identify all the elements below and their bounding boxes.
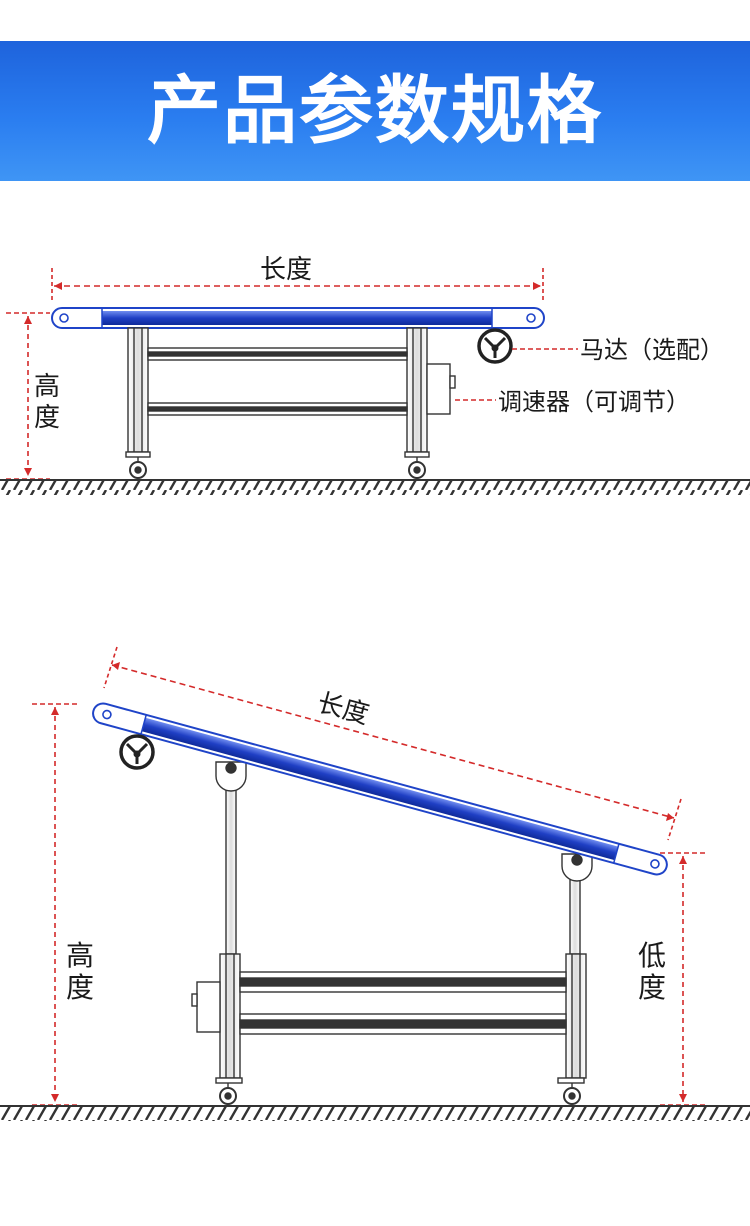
flat-conveyor-diagram: 长度	[0, 255, 750, 495]
flat-length-label: 长度	[260, 255, 312, 285]
motor-label: 马达（选配）	[580, 336, 724, 364]
incline-ground-hatch	[0, 1107, 750, 1121]
incline-length-dimension	[103, 646, 682, 841]
incline-low-label-1: 低	[638, 939, 666, 972]
incline-posts	[215, 761, 593, 955]
flat-legs	[125, 327, 456, 479]
flat-length-dimension	[51, 268, 544, 300]
speed-controller-label: 调速器（可调节）	[498, 388, 690, 416]
flat-height-label-2: 度	[34, 403, 60, 433]
flat-ground-hatch	[0, 481, 750, 495]
flat-ground-line	[0, 479, 750, 481]
page-title: 产品参数规格	[147, 68, 603, 154]
flat-callout-lines	[455, 348, 578, 401]
incline-length-label: 长度	[314, 688, 372, 730]
incline-lower-frame	[191, 953, 587, 1105]
incline-height-label-2: 度	[66, 971, 94, 1004]
header-banner: 产品参数规格	[0, 41, 750, 181]
flat-motor-icon	[477, 328, 513, 364]
incline-height-dimension	[32, 703, 78, 1106]
incline-ground-line	[0, 1105, 750, 1107]
incline-height-label-1: 高	[66, 939, 94, 972]
incline-low-label-2: 度	[638, 971, 666, 1004]
incline-conveyor-diagram: 长度	[0, 646, 750, 1121]
incline-belt-frame	[92, 702, 668, 876]
flat-height-label-1: 高	[34, 372, 60, 402]
incline-motor-icon	[119, 734, 155, 770]
incline-low-dimension	[660, 852, 706, 1106]
flat-belt-frame	[51, 307, 545, 329]
